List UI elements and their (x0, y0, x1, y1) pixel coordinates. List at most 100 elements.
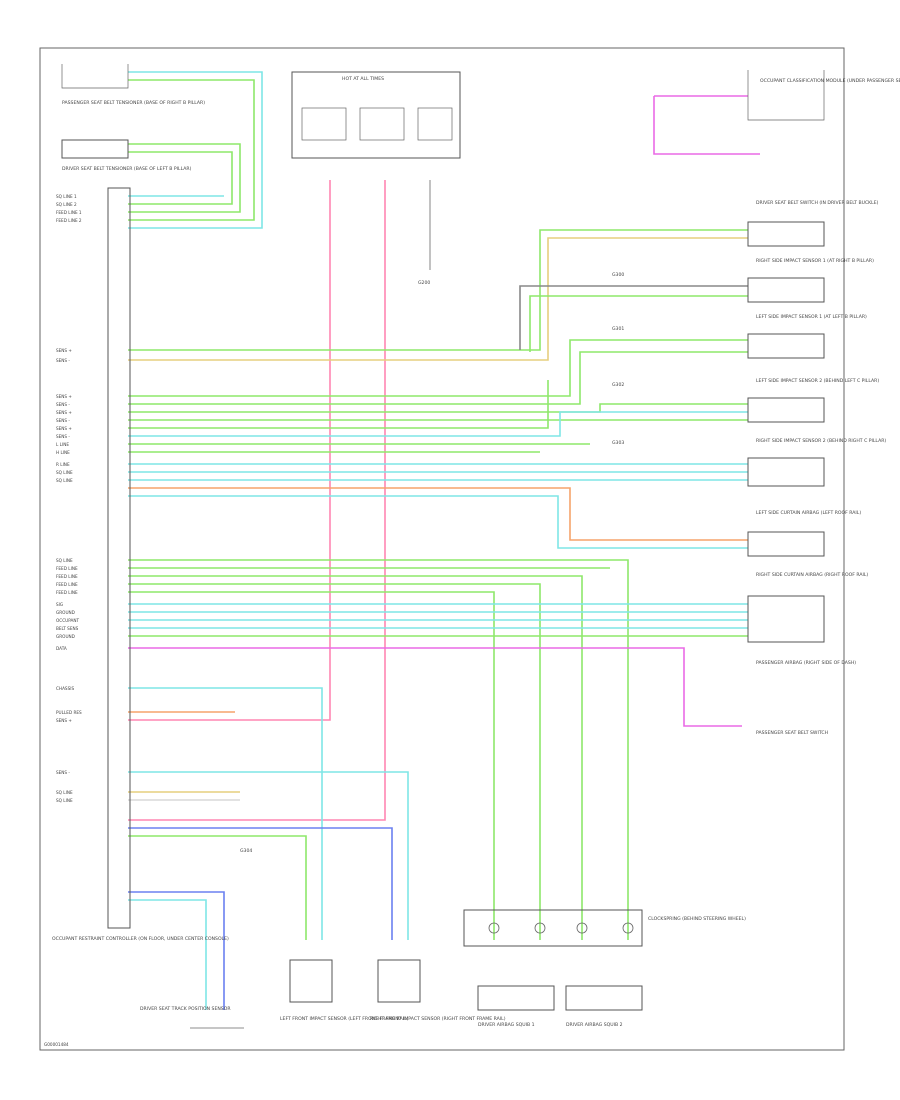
seat-position-label: DRIVER SEAT TRACK POSITION SENSOR (140, 1006, 231, 1012)
pin-label: BELT SENS (56, 626, 79, 631)
right-curtain-label: RIGHT SIDE CURTAIN AIRBAG (RIGHT ROOF RA… (756, 572, 868, 578)
right-front-sensor-label: RIGHT FRONT IMPACT SENSOR (RIGHT FRONT F… (370, 1016, 506, 1022)
occupant-class-label: OCCUPANT CLASSIFICATION MODULE (UNDER PA… (760, 78, 900, 84)
pin-label: SQ LINE (56, 470, 73, 475)
wire (128, 559, 629, 940)
pin-label: FEED LINE (56, 574, 78, 579)
wire (128, 180, 331, 721)
wire (529, 295, 748, 352)
pin-label: GROUND (56, 634, 75, 639)
diagram-id: G00001484 (44, 1042, 69, 1047)
passenger-seat-belt-switch: PASSENGER SEAT BELT SWITCH (756, 730, 828, 736)
passenger-seat-belt-switch-label: PASSENGER SEAT BELT SWITCH (756, 730, 828, 736)
pin-label: SENS + (56, 394, 72, 399)
wire (519, 285, 748, 350)
driver-airbag-squib-1-box (477, 985, 555, 1011)
wire (128, 899, 207, 1010)
right-side-airbag: RIGHT SIDE IMPACT SENSOR 2 (BEHIND RIGHT… (747, 438, 886, 487)
wire (128, 827, 393, 940)
left-side-airbag: LEFT SIDE IMPACT SENSOR 2 (BEHIND LEFT C… (747, 378, 879, 423)
right-curtain-airbag: RIGHT SIDE CURTAIN AIRBAG (RIGHT ROOF RA… (747, 572, 868, 643)
pin-label: FEED LINE 2 (56, 218, 82, 223)
left-side-impact-sensor: LEFT SIDE IMPACT SENSOR 1 (AT LEFT B PIL… (747, 314, 867, 359)
pin-label: SQ LINE (56, 478, 73, 483)
passenger-airbag-label: PASSENGER AIRBAG (RIGHT SIDE OF DASH) (756, 660, 856, 666)
pin-label: DATA (56, 646, 67, 651)
driver-airbag-squib-2: DRIVER AIRBAG SQUIB 2 (565, 985, 643, 1028)
wire (128, 237, 748, 361)
driver-belt-switch-box (747, 221, 825, 247)
ground-label-g303: G303 (612, 440, 624, 446)
pin-label: SIG (56, 602, 63, 607)
wire (128, 151, 233, 205)
pin-label: SENS - (56, 434, 70, 439)
clockspring: CLOCKSPRING (BEHIND STEERING WHEEL) (463, 909, 746, 947)
main-module: OCCUPANT RESTRAINT CONTROLLER (ON FLOOR,… (52, 187, 229, 942)
right-side-airbag-box (747, 457, 825, 487)
ground-label-g300: G300 (612, 272, 624, 278)
pin-label: SQ LINE (56, 558, 73, 563)
left-side-airbag-label: LEFT SIDE IMPACT SENSOR 2 (BEHIND LEFT C… (756, 378, 879, 384)
left-front-impact-sensor: LEFT FRONT IMPACT SENSOR (LEFT FRONT FRA… (280, 959, 409, 1022)
pin-label: OCCUPANT (56, 618, 79, 623)
occupant-class-module: OCCUPANT CLASSIFICATION MODULE (UNDER PA… (747, 70, 900, 121)
ground-label-g302: G302 (612, 382, 624, 388)
right-side-impact-label: RIGHT SIDE IMPACT SENSOR 1 (AT RIGHT B P… (756, 258, 874, 264)
wire (128, 339, 748, 397)
wire (653, 96, 760, 155)
clockspring-terminal (622, 922, 634, 934)
right-front-impact-sensor: RIGHT FRONT IMPACT SENSOR (RIGHT FRONT F… (370, 959, 506, 1022)
clockspring-label: CLOCKSPRING (BEHIND STEERING WHEEL) (648, 916, 746, 922)
driver-tensioner-box (61, 139, 129, 159)
pin-label: SENS + (56, 348, 72, 353)
right-side-impact-box (747, 277, 825, 303)
fuse-box: HOT AT ALL TIMES (291, 71, 461, 159)
pin-label: FEED LINE 1 (56, 210, 82, 215)
pin-label: R LINE (56, 462, 70, 467)
ground-symbol-top: G200 (418, 180, 430, 286)
pin-label: GROUND (56, 610, 75, 615)
pin-label: CHASSIS (56, 686, 74, 691)
diagram-border (39, 47, 845, 1051)
clockspring-terminal (488, 922, 500, 934)
main-module-label: OCCUPANT RESTRAINT CONTROLLER (ON FLOOR,… (52, 936, 229, 942)
left-side-airbag-box (747, 397, 825, 423)
driver-airbag-2-label: DRIVER AIRBAG SQUIB 2 (566, 1022, 623, 1028)
ground-label-g304: G304 (240, 848, 252, 854)
wire (128, 411, 748, 437)
passenger-tensioner: PASSENGER SEAT BELT TENSIONER (BASE OF R… (61, 64, 205, 106)
pin-label: SENS - (56, 418, 70, 423)
passenger-airbag: PASSENGER AIRBAG (RIGHT SIDE OF DASH) (756, 660, 856, 666)
wire (128, 835, 307, 940)
right-side-impact-sensor: RIGHT SIDE IMPACT SENSOR 1 (AT RIGHT B P… (747, 258, 874, 303)
pin-label: SQ LINE (56, 798, 73, 803)
wire (128, 180, 386, 821)
fuse-right (417, 107, 453, 141)
left-side-impact-label: LEFT SIDE IMPACT SENSOR 1 (AT LEFT B PIL… (756, 314, 867, 320)
wire (128, 351, 748, 405)
wire (128, 575, 583, 940)
wire (128, 583, 541, 940)
seat-position-sensor: DRIVER SEAT TRACK POSITION SENSOR (140, 1006, 244, 1029)
wire (128, 380, 549, 429)
pin-label: SQ LINE 2 (56, 202, 77, 207)
pin-label: SQ LINE (56, 790, 73, 795)
right-side-airbag-label: RIGHT SIDE IMPACT SENSOR 2 (BEHIND RIGHT… (756, 438, 886, 444)
wire (128, 71, 263, 229)
left-side-impact-box (747, 333, 825, 359)
clockspring-terminal (576, 922, 588, 934)
pin-label: SENS - (56, 358, 70, 363)
clockspring-terminal (534, 922, 546, 934)
pin-label: SENS + (56, 718, 72, 723)
passenger-tensioner-label: PASSENGER SEAT BELT TENSIONER (BASE OF R… (62, 100, 205, 106)
left-curtain-label: LEFT SIDE CURTAIN AIRBAG (LEFT ROOF RAIL… (756, 510, 861, 516)
pin-label: FEED LINE (56, 590, 78, 595)
pin-label: H LINE (56, 450, 70, 455)
wire (128, 143, 241, 213)
wire (128, 891, 225, 1010)
pin-label: FEED LINE (56, 582, 78, 587)
fuse-box-outline (291, 71, 461, 159)
ground-label-g301: G301 (612, 326, 624, 332)
